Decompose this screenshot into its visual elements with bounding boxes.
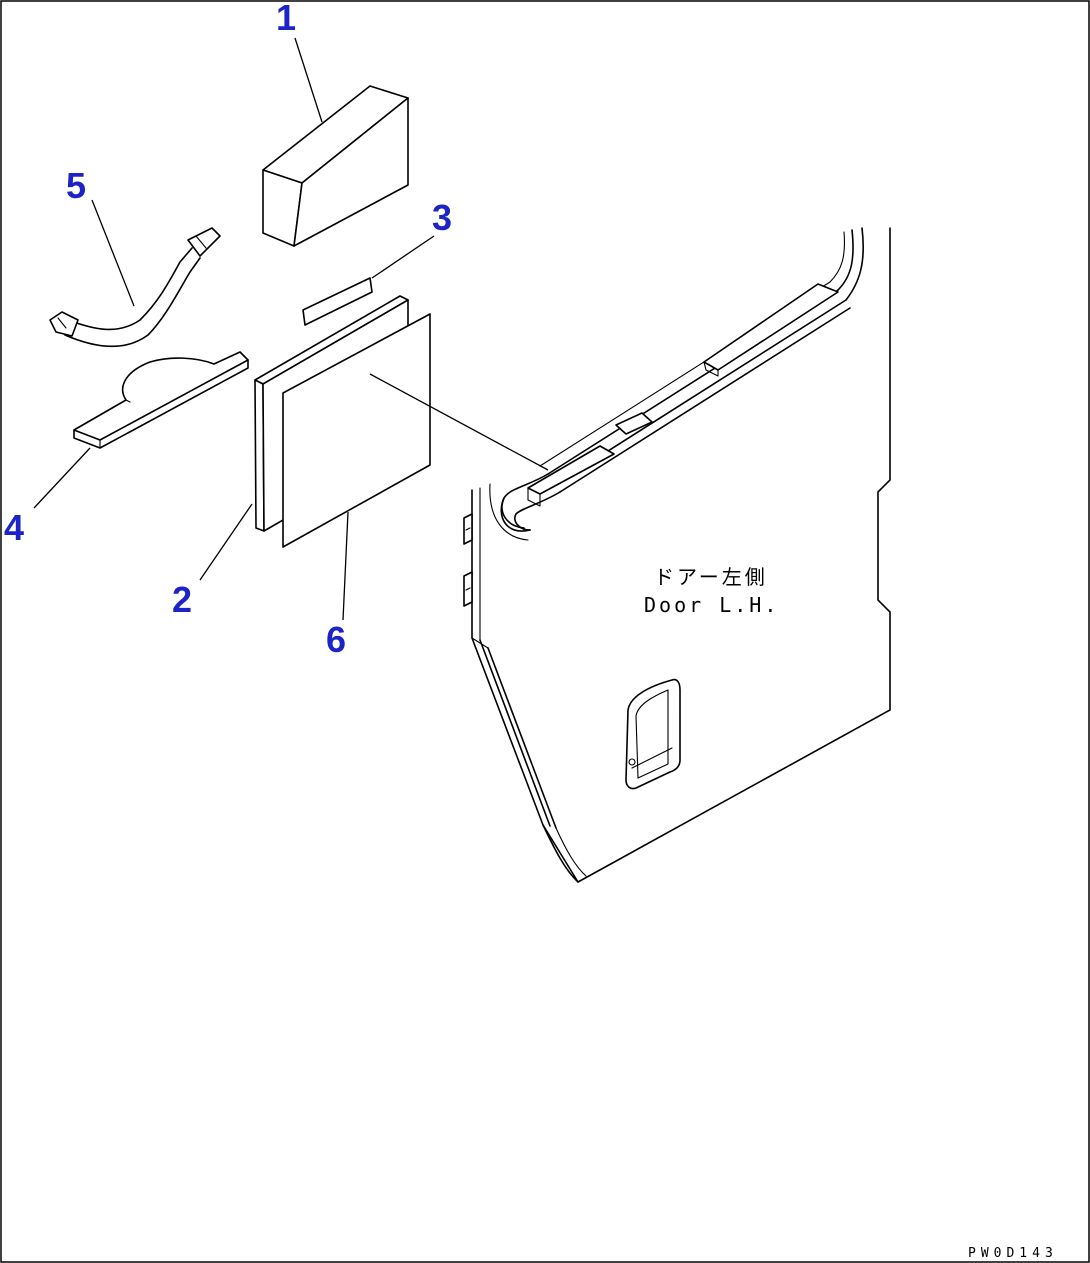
callout-4: 4 bbox=[4, 507, 24, 548]
callout-2: 2 bbox=[172, 579, 192, 620]
leader-lines bbox=[33, 37, 549, 621]
part-1-block bbox=[262, 85, 409, 247]
part-5-hose bbox=[49, 227, 221, 348]
callout-1: 1 bbox=[276, 0, 296, 38]
door-label-english: Door L.H. bbox=[644, 593, 779, 617]
part-4-mat bbox=[73, 351, 249, 449]
door-label-japanese: ドアー左側 bbox=[654, 565, 768, 589]
drawing-code: PW0D143 bbox=[968, 1246, 1058, 1261]
callout-5: 5 bbox=[66, 165, 86, 206]
part-6-sheet bbox=[282, 313, 431, 548]
part-3-strip bbox=[302, 277, 373, 326]
callout-3: 3 bbox=[432, 197, 452, 238]
callout-6: 6 bbox=[326, 619, 346, 660]
door-lh bbox=[463, 227, 891, 883]
